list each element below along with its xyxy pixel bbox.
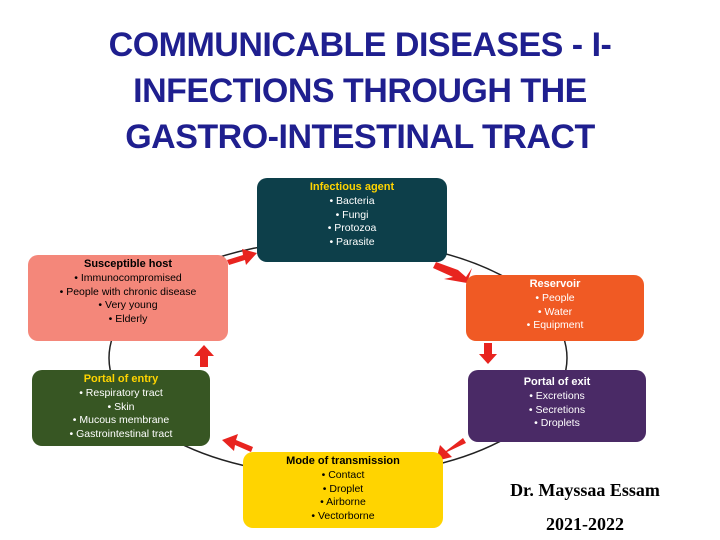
list-item: Parasite bbox=[257, 236, 447, 250]
author-name: Dr. Mayssaa Essam bbox=[510, 480, 660, 500]
academic-year: 2021-2022 bbox=[546, 514, 624, 534]
node-portal-of-exit: Portal of exit Excretions Secretions Dro… bbox=[468, 370, 646, 442]
list-item: Protozoa bbox=[257, 222, 447, 236]
list-item: Fungi bbox=[257, 209, 447, 223]
list-item: People bbox=[466, 292, 644, 306]
portal-of-entry-heading: Portal of entry bbox=[83, 373, 159, 385]
list-item: Gastrointestinal tract bbox=[32, 428, 210, 442]
list-item: Excretions bbox=[468, 390, 646, 404]
list-item: Bacteria bbox=[257, 195, 447, 209]
list-item: Droplet bbox=[243, 483, 443, 497]
susceptible-host-heading: Susceptible host bbox=[83, 258, 173, 270]
arrow-entry-to-host bbox=[194, 345, 214, 367]
list-item: Water bbox=[466, 306, 644, 320]
node-susceptible-host: Susceptible host Immunocompromised Peopl… bbox=[28, 255, 228, 341]
reservoir-heading: Reservoir bbox=[529, 278, 581, 290]
arrow-host-to-agent bbox=[227, 249, 257, 265]
portal-of-exit-heading: Portal of exit bbox=[523, 376, 591, 388]
list-item: Droplets bbox=[468, 417, 646, 431]
slide-title: COMMUNICABLE DISEASES - I- INFECTIONS TH… bbox=[60, 22, 660, 160]
infectious-agent-heading: Infectious agent bbox=[309, 181, 395, 193]
mode-of-transmission-heading: Mode of transmission bbox=[286, 455, 400, 467]
list-item: Elderly bbox=[28, 313, 228, 327]
arrow-exit-to-transmission bbox=[436, 438, 466, 461]
node-portal-of-entry: Portal of entry Respiratory tract Skin M… bbox=[32, 370, 210, 446]
title-line-2: INFECTIONS THROUGH THE bbox=[133, 72, 587, 110]
title-line-3: GASTRO-INTESTINAL TRACT bbox=[125, 118, 595, 156]
arrow-agent-to-reservoir bbox=[433, 262, 472, 283]
node-infectious-agent: Infectious agent Bacteria Fungi Protozoa… bbox=[257, 178, 447, 262]
list-item: Mucous membrane bbox=[32, 414, 210, 428]
list-item: Equipment bbox=[466, 319, 644, 333]
arrow-transmission-to-entry bbox=[222, 434, 253, 452]
arrow-reservoir-to-exit bbox=[479, 343, 497, 364]
title-line-1: COMMUNICABLE DISEASES - I- bbox=[108, 26, 612, 64]
node-reservoir: Reservoir People Water Equipment bbox=[466, 275, 644, 341]
list-item: Contact bbox=[243, 469, 443, 483]
list-item: Vectorborne bbox=[243, 510, 443, 524]
list-item: People with chronic disease bbox=[28, 286, 228, 300]
list-item: Secretions bbox=[468, 404, 646, 418]
list-item: Skin bbox=[32, 401, 210, 415]
list-item: Immunocompromised bbox=[28, 272, 228, 286]
list-item: Airborne bbox=[243, 496, 443, 510]
node-mode-of-transmission: Mode of transmission Contact Droplet Air… bbox=[243, 452, 443, 528]
list-item: Respiratory tract bbox=[32, 387, 210, 401]
list-item: Very young bbox=[28, 299, 228, 313]
